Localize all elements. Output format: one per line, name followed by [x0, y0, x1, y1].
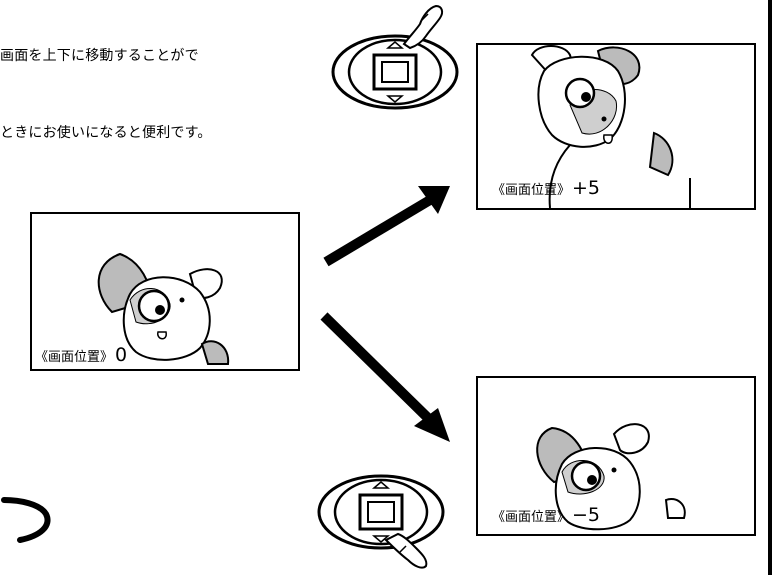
screen-position-caption-top: 《画面位置》+5: [492, 177, 600, 199]
screen-position-value: 0: [115, 344, 128, 366]
screen-panel-top: 《画面位置》+5: [476, 43, 756, 210]
screen-position-value: −5: [572, 504, 601, 526]
dog-illustration-top: [530, 45, 691, 208]
instruction-line-2: ときにお使いになると便利です。: [0, 125, 212, 141]
screen-panel-center: 《画面位置》0: [30, 212, 300, 371]
screen-position-caption-center: 《画面位置》0: [35, 344, 127, 366]
remote-down-press-icon: [317, 474, 445, 569]
page-edge-rule: [768, 0, 772, 575]
arrow-down-right-icon: [320, 312, 450, 442]
instruction-line-1: 画面を上下に移動することがで: [0, 48, 199, 64]
screen-position-label: 《画面位置》: [35, 350, 114, 365]
dog-illustration-center: [97, 252, 230, 365]
screen-position-value: +5: [572, 177, 601, 199]
arrow-up-right-icon: [323, 186, 450, 267]
dog-illustration-bottom: [536, 423, 686, 531]
screen-position-label: 《画面位置》: [492, 510, 571, 525]
decorative-curve: [1, 497, 51, 543]
screen-position-caption-bottom: 《画面位置》−5: [492, 504, 600, 526]
screen-panel-bottom: 《画面位置》−5: [476, 376, 756, 536]
remote-up-press-icon: [331, 4, 459, 110]
screen-position-label: 《画面位置》: [492, 183, 571, 198]
